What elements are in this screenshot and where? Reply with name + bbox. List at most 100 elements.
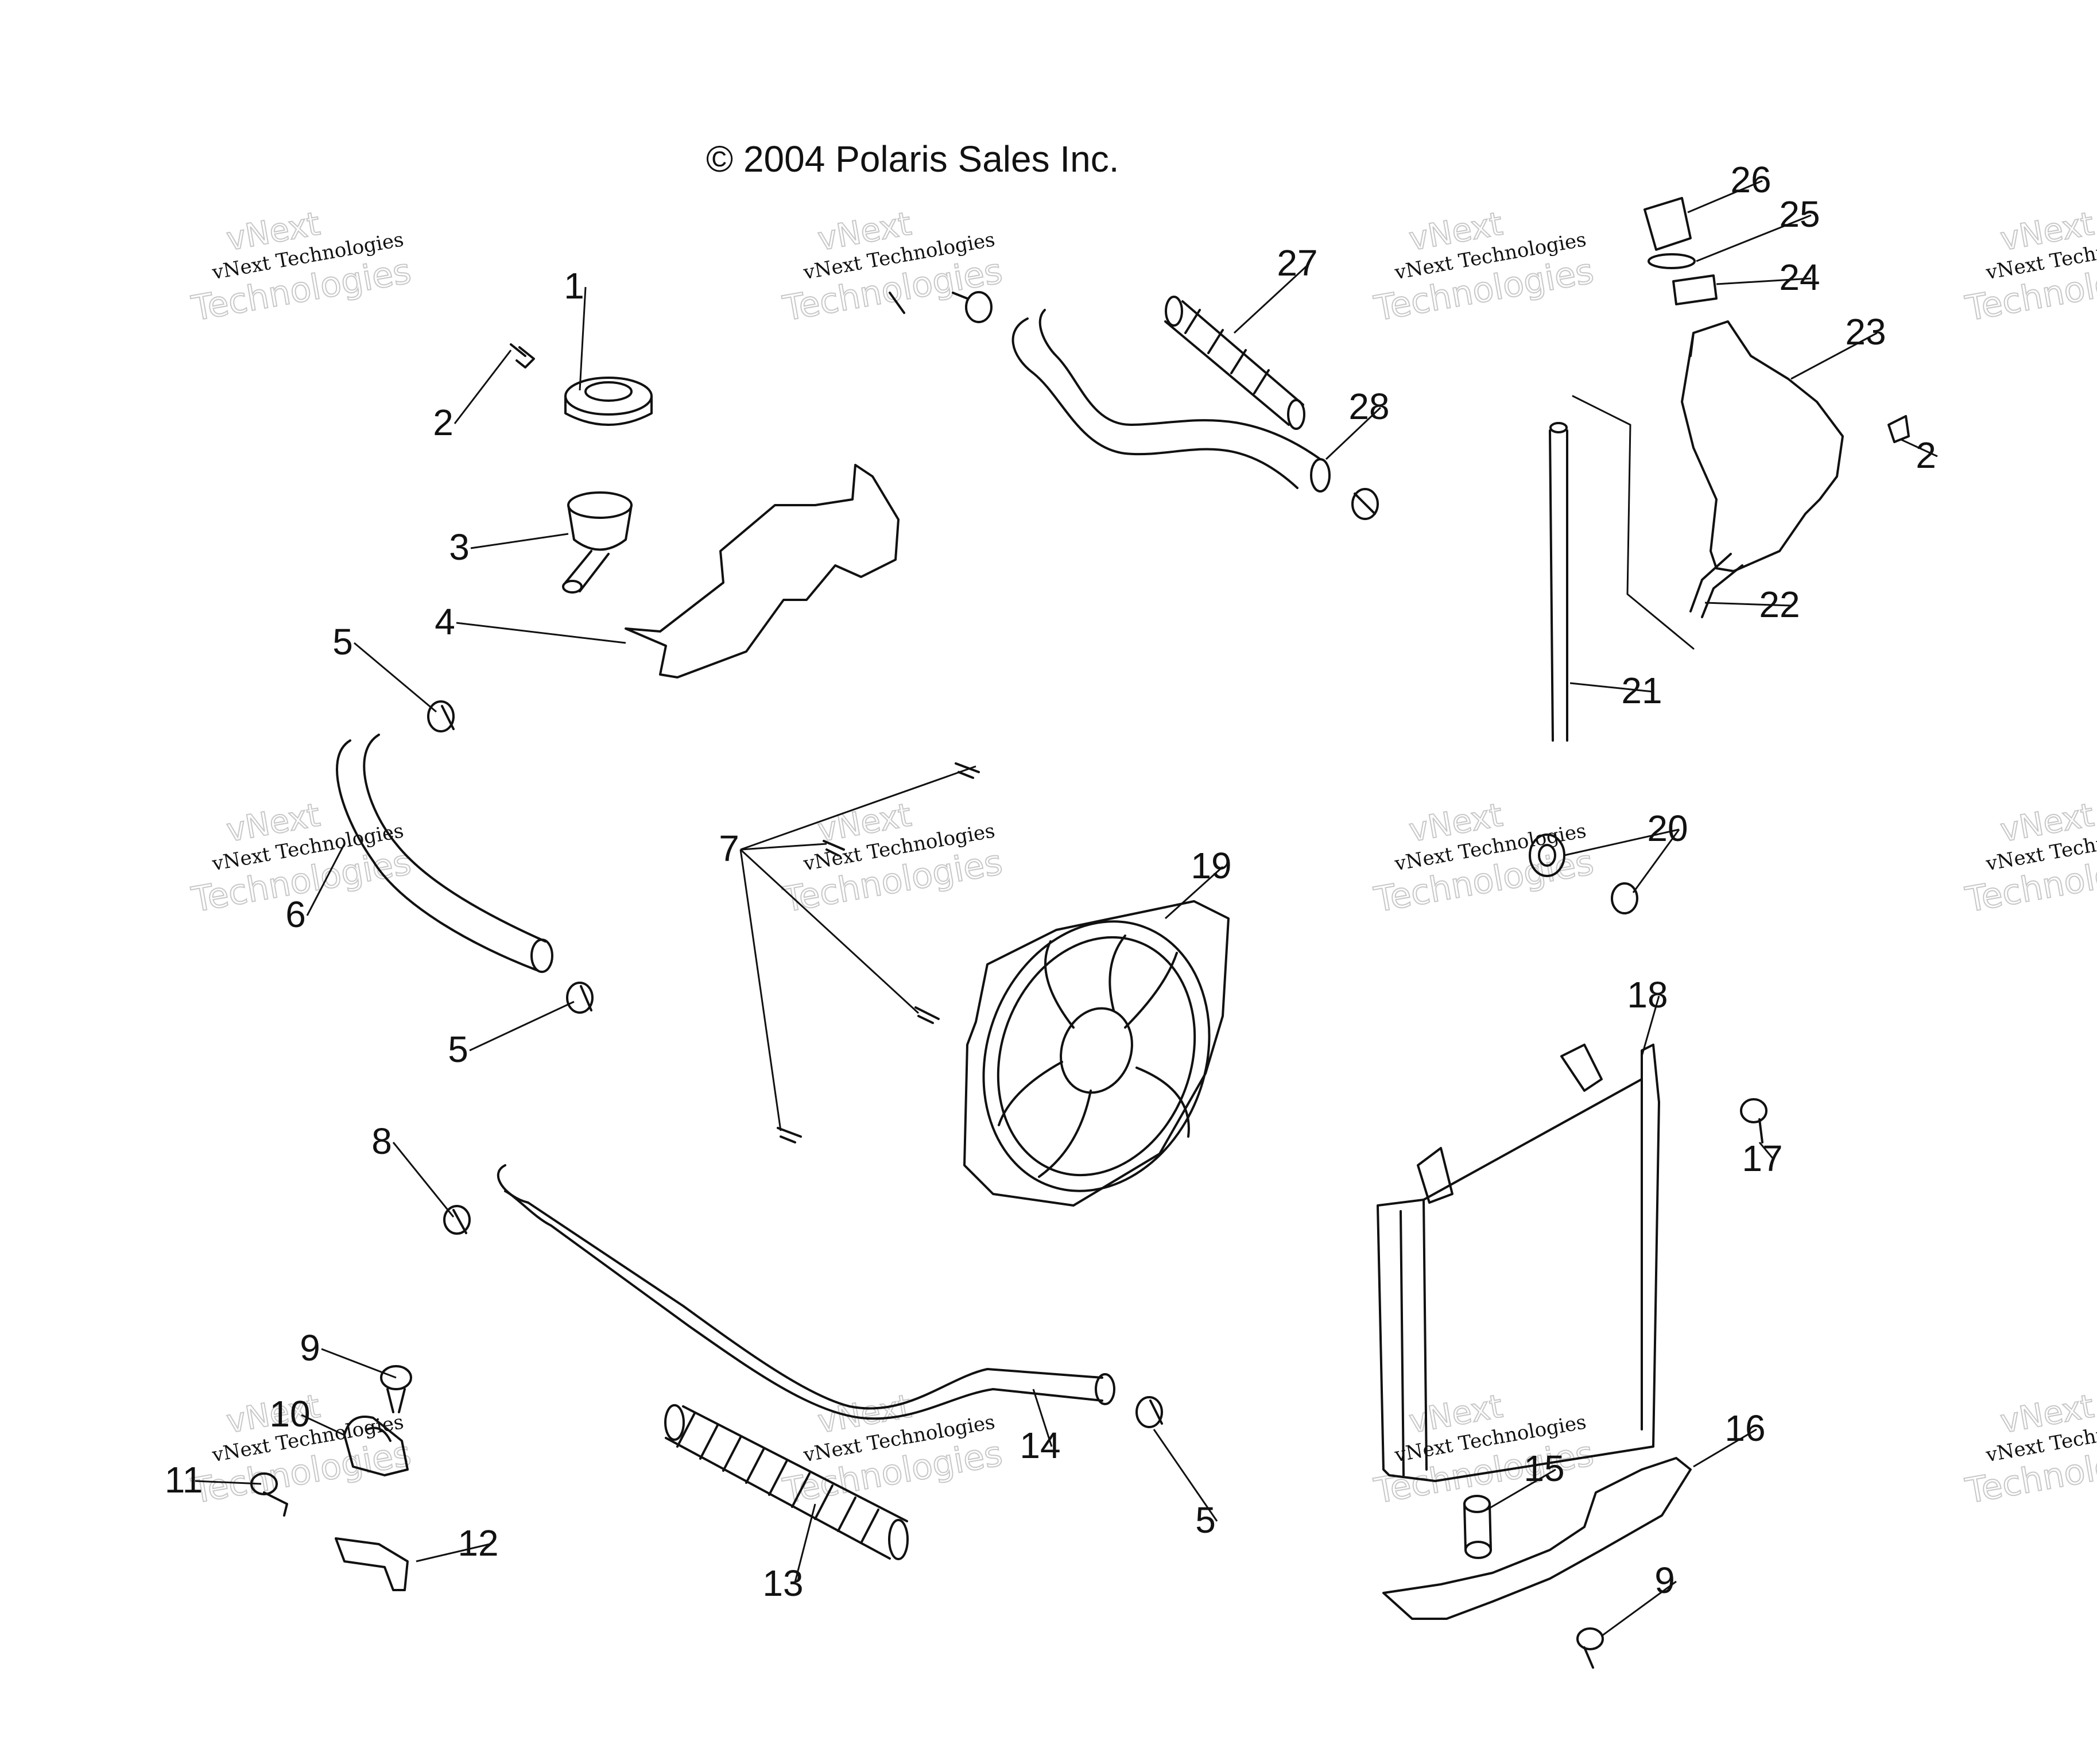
leader-line <box>793 1503 816 1585</box>
leader-line <box>1790 332 1878 380</box>
callout-label: 14 <box>1020 1425 1060 1466</box>
callout-label: 27 <box>1277 242 1317 284</box>
filler-neck-part <box>562 491 633 594</box>
callout-label: 22 <box>1759 584 1800 625</box>
leader-line <box>1687 180 1763 214</box>
callout-label: 19 <box>1191 845 1231 886</box>
callout-label: 2 <box>433 402 453 443</box>
bolt-part <box>1887 415 1910 443</box>
seal-ring-part <box>1648 253 1696 269</box>
leader-line <box>1164 866 1224 920</box>
leader-line <box>1641 995 1660 1057</box>
callout-label: 6 <box>285 894 306 935</box>
callout-label: 3 <box>449 526 470 568</box>
leader-line <box>470 533 569 549</box>
callout-label: 10 <box>269 1393 310 1435</box>
coolant-reservoir-part <box>1681 320 1844 572</box>
callout-label: 7 <box>719 828 739 869</box>
callout-label: 15 <box>1524 1448 1564 1489</box>
copyright-text: © 2004 Polaris Sales Inc. <box>706 138 1119 180</box>
callout-label: 25 <box>1779 193 1820 235</box>
bolt-part <box>380 1365 412 1413</box>
leader-line <box>195 1480 262 1485</box>
leader-line <box>306 843 346 916</box>
leader-line <box>416 1543 490 1563</box>
leader-line <box>1572 395 1695 650</box>
callout-label: 12 <box>458 1522 498 1564</box>
leader-line <box>1601 1580 1677 1637</box>
spacer-part <box>1463 1495 1492 1559</box>
hose-end-part <box>1310 458 1331 493</box>
callout-label: 5 <box>448 1029 468 1070</box>
hose-clamp-part <box>1135 1396 1163 1428</box>
callout-label: 2 <box>1916 435 1936 476</box>
callout-label: 4 <box>435 601 455 642</box>
callout-label: 26 <box>1730 159 1771 200</box>
leader-line <box>1569 682 1654 693</box>
leader-line <box>1233 263 1310 334</box>
leader-line <box>1693 1428 1757 1468</box>
callout-label: 20 <box>1647 808 1688 849</box>
leader-line <box>739 848 920 1014</box>
leader-line <box>1325 406 1382 460</box>
leader-line <box>1486 1468 1556 1511</box>
callout-label: 21 <box>1621 670 1662 711</box>
leader-line <box>1704 602 1792 607</box>
callout-label: 11 <box>165 1459 203 1501</box>
leader-line <box>1900 438 1938 458</box>
parts-drawing <box>250 197 1910 1669</box>
small-bracket-part <box>335 1537 409 1591</box>
callout-label: 5 <box>1195 1499 1216 1541</box>
leader-line <box>1716 277 1812 285</box>
leader-line <box>354 642 437 713</box>
leader-line <box>301 1414 345 1436</box>
callout-label: 9 <box>300 1327 320 1368</box>
callout-label: 8 <box>371 1121 392 1162</box>
leader-line <box>469 1001 575 1052</box>
leader-line <box>1632 829 1680 893</box>
reservoir-neck-ring-part <box>1672 274 1718 305</box>
protective-sleeve-part <box>1164 296 1305 430</box>
leader-line <box>1696 214 1812 262</box>
callout-label: 17 <box>1742 1138 1782 1179</box>
leader-line <box>579 286 587 391</box>
long-hose-part <box>497 1164 1103 1420</box>
leader-line <box>1564 828 1680 856</box>
cooling-fan-part <box>963 900 1230 1207</box>
hose-end-part <box>1095 1373 1115 1405</box>
leader-line <box>740 765 976 851</box>
hose-end-part <box>1549 422 1568 433</box>
grommet-part <box>1611 882 1638 914</box>
leader-line <box>392 1142 455 1218</box>
leader-line <box>1758 1142 1775 1160</box>
leader-line <box>321 1348 397 1379</box>
hose-end-part <box>530 939 553 973</box>
leader-line <box>1032 1389 1053 1447</box>
bracket-part <box>625 464 900 679</box>
hose-clamp-part <box>427 700 455 732</box>
callout-label: 23 <box>1845 311 1886 352</box>
callout-label: 9 <box>1654 1560 1675 1601</box>
callout-label: 28 <box>1348 386 1389 427</box>
mount-bracket-part <box>343 1416 409 1476</box>
protective-sleeve-part <box>664 1404 909 1560</box>
hose-part <box>336 734 546 971</box>
callout-label: 16 <box>1724 1408 1765 1449</box>
leader-lines <box>195 180 1938 1637</box>
callout-label: 18 <box>1627 974 1668 1015</box>
fan-bolts-part <box>777 762 980 1143</box>
leader-line <box>1153 1429 1218 1522</box>
reservoir-cap-part <box>1644 197 1692 251</box>
